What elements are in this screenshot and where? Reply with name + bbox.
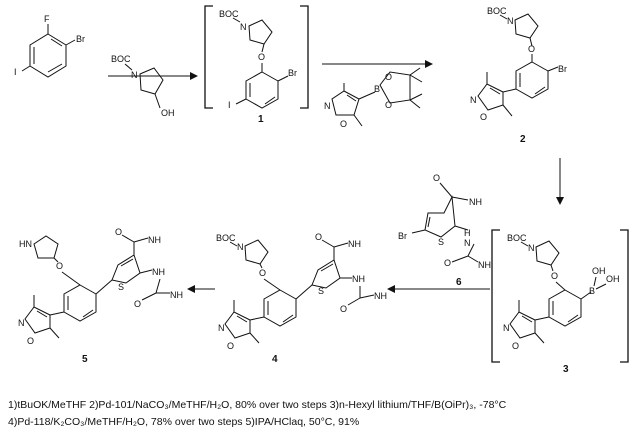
svg-text:O: O — [56, 261, 63, 271]
svg-text:O: O — [115, 227, 122, 237]
reagent-boc-hydroxypyrrolidine: BOC N OH — [111, 54, 175, 118]
compound-label-5: 5 — [82, 354, 88, 365]
svg-text:N: N — [218, 323, 225, 333]
svg-text:O: O — [385, 100, 392, 110]
svg-text:O: O — [340, 119, 347, 129]
svg-text:O: O — [480, 112, 487, 122]
svg-text:NH: NH — [152, 267, 165, 277]
svg-text:N: N — [503, 323, 510, 333]
svg-text:H: H — [464, 228, 471, 238]
svg-text:O: O — [433, 173, 440, 183]
svg-text:Br: Br — [398, 231, 407, 241]
compound-4: BOC N O S O NH NH O NH N O 4 — [216, 232, 387, 365]
svg-text:N: N — [507, 16, 514, 26]
svg-text:BOC: BOC — [111, 54, 131, 64]
svg-text:HN: HN — [19, 239, 32, 249]
svg-text:OH: OH — [161, 108, 175, 118]
svg-text:O: O — [134, 299, 141, 309]
svg-text:S: S — [318, 286, 324, 296]
svg-text:I: I — [228, 100, 231, 110]
svg-text:N: N — [470, 95, 477, 105]
reaction-arrow-5 — [187, 285, 215, 293]
atom-label-br: Br — [76, 34, 85, 44]
reaction-arrow-4 — [387, 285, 490, 293]
compound-label-3: 3 — [563, 364, 569, 375]
reaction-conditions: 1)tBuOK/MeTHF 2)Pd-101/NaCO₃/MeTHF/H₂O, … — [8, 397, 628, 431]
svg-text:S: S — [118, 282, 124, 292]
compound-label-4: 4 — [272, 354, 278, 365]
atom-label-f: F — [44, 14, 50, 24]
svg-text:NH: NH — [478, 260, 491, 270]
svg-text:NH: NH — [348, 239, 361, 249]
svg-text:OH: OH — [592, 266, 606, 276]
svg-text:BOC: BOC — [219, 9, 239, 19]
svg-text:O: O — [528, 44, 535, 54]
reaction-arrow-3 — [556, 158, 564, 205]
compound-1: BOC N O Br I 1 — [204, 5, 309, 125]
svg-text:O: O — [315, 232, 322, 242]
svg-text:NH: NH — [469, 197, 482, 207]
svg-text:O: O — [227, 341, 234, 351]
reaction-arrow-2 — [322, 60, 433, 68]
svg-text:N: N — [237, 242, 244, 252]
reaction-arrow-1 — [108, 72, 198, 80]
compound-5: HN O S O NH NH O NH N O 5 — [18, 227, 183, 365]
svg-text:Br: Br — [288, 68, 297, 78]
svg-text:Br: Br — [558, 64, 567, 74]
svg-text:NH: NH — [374, 291, 387, 301]
svg-text:O: O — [259, 268, 266, 278]
svg-text:N: N — [324, 101, 331, 111]
compound-label-2: 2 — [520, 134, 526, 145]
svg-text:BOC: BOC — [216, 233, 236, 243]
svg-text:N: N — [18, 318, 25, 328]
svg-text:O: O — [385, 72, 392, 82]
reagent-isoxazole-boronate: N O B O O — [324, 67, 423, 129]
svg-text:S: S — [438, 237, 444, 247]
compound-2: BOC N O Br N O 2 — [470, 6, 567, 145]
svg-text:NH: NH — [148, 235, 161, 245]
svg-text:BOC: BOC — [507, 233, 527, 243]
svg-text:O: O — [340, 304, 347, 314]
svg-text:N: N — [528, 243, 535, 253]
compound-label-1: 1 — [258, 114, 264, 125]
svg-text:N: N — [240, 22, 247, 32]
svg-text:BOC: BOC — [487, 6, 507, 16]
compound-label-6: 6 — [456, 277, 462, 288]
svg-text:O: O — [512, 341, 519, 351]
svg-text:O: O — [551, 271, 558, 281]
svg-text:OH: OH — [606, 274, 620, 284]
svg-text:NH: NH — [352, 274, 365, 284]
svg-text:O: O — [27, 336, 34, 346]
compound-6: O NH S Br H N O NH 6 — [398, 173, 491, 288]
svg-text:O: O — [258, 52, 265, 62]
starting-material-aryl-halide: F Br I — [14, 14, 85, 78]
svg-text:B: B — [374, 84, 380, 94]
svg-text:NH: NH — [170, 290, 183, 300]
svg-text:B: B — [589, 286, 595, 296]
conditions-line-2: 4)Pd-118/K₂CO₃/MeTHF/H₂O, 78% over two s… — [8, 416, 360, 428]
svg-text:N: N — [464, 238, 471, 248]
conditions-line-1: 1)tBuOK/MeTHF 2)Pd-101/NaCO₃/MeTHF/H₂O, … — [8, 399, 507, 411]
svg-text:N: N — [131, 70, 138, 80]
compound-3: BOC N O B OH OH N O 3 — [491, 229, 629, 375]
atom-label-i: I — [14, 67, 17, 77]
svg-text:O: O — [444, 258, 451, 268]
